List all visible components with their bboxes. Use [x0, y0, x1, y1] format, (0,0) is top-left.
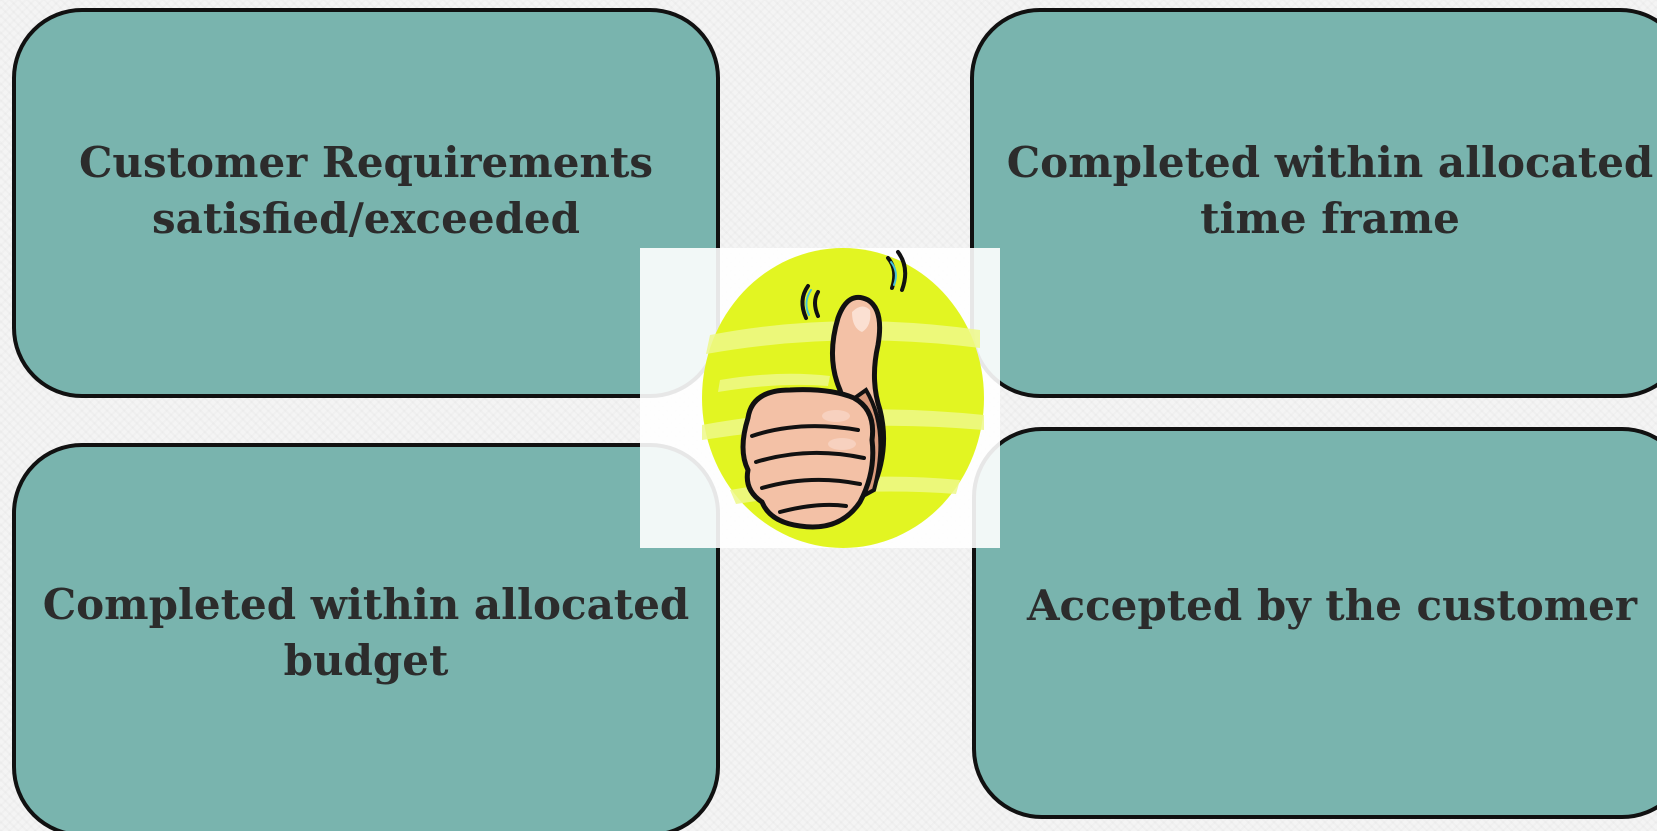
box-time-frame: Completed within allocated time frame — [970, 8, 1657, 398]
box-accepted-label: Accepted by the customer — [1026, 581, 1638, 630]
box-accepted: Accepted by the customer — [972, 427, 1657, 819]
box-customer-requirements-label: Customer Requirements satisfied/exceeded — [78, 138, 653, 243]
box-budget-label: Completed within allocated budget — [42, 580, 690, 685]
box-budget: Completed within allocated budget — [12, 443, 720, 831]
box-time-frame-label: Completed within allocated time frame — [1006, 138, 1654, 243]
thumbs-up-icon — [640, 248, 1000, 548]
box-customer-requirements: Customer Requirements satisfied/exceeded — [12, 8, 720, 398]
